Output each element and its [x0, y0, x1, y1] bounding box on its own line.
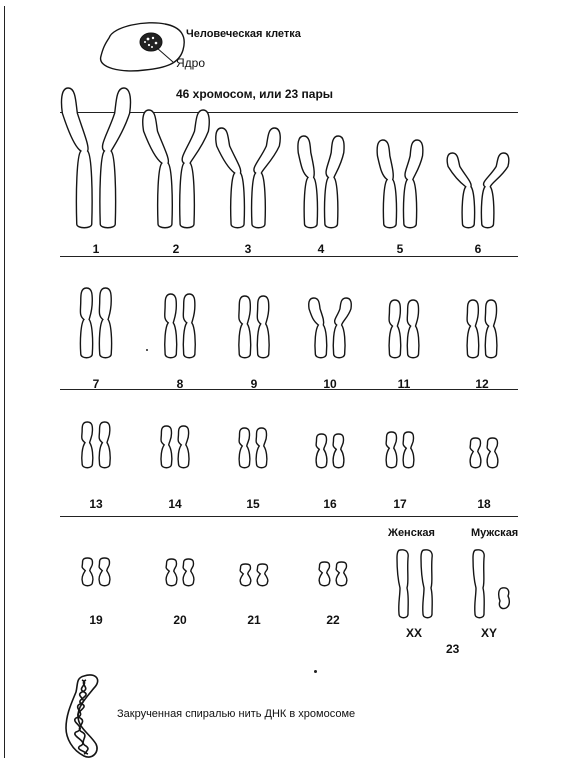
male-x	[473, 550, 484, 618]
speck	[314, 670, 317, 673]
speck	[146, 349, 148, 351]
female-label: Женская	[388, 527, 435, 539]
female-pair-label: XX	[406, 626, 422, 640]
pair-number-22: 22	[313, 613, 353, 627]
dna-chromosome-illustration	[62, 672, 122, 762]
male-label: Мужская	[471, 527, 518, 539]
chromosome-22-b	[336, 562, 347, 586]
male-pair-label: XY	[481, 626, 497, 640]
male-xy-chromosomes	[470, 548, 520, 620]
dna-caption: Закрученная спиралью нить ДНК в хромосом…	[117, 708, 355, 720]
female-x-left	[397, 550, 408, 618]
female-x-right	[421, 550, 432, 618]
male-y	[499, 588, 510, 609]
chromosome-22-a	[319, 562, 330, 586]
pair-23-number: 23	[446, 642, 459, 656]
female-xx-chromosomes	[394, 548, 444, 620]
